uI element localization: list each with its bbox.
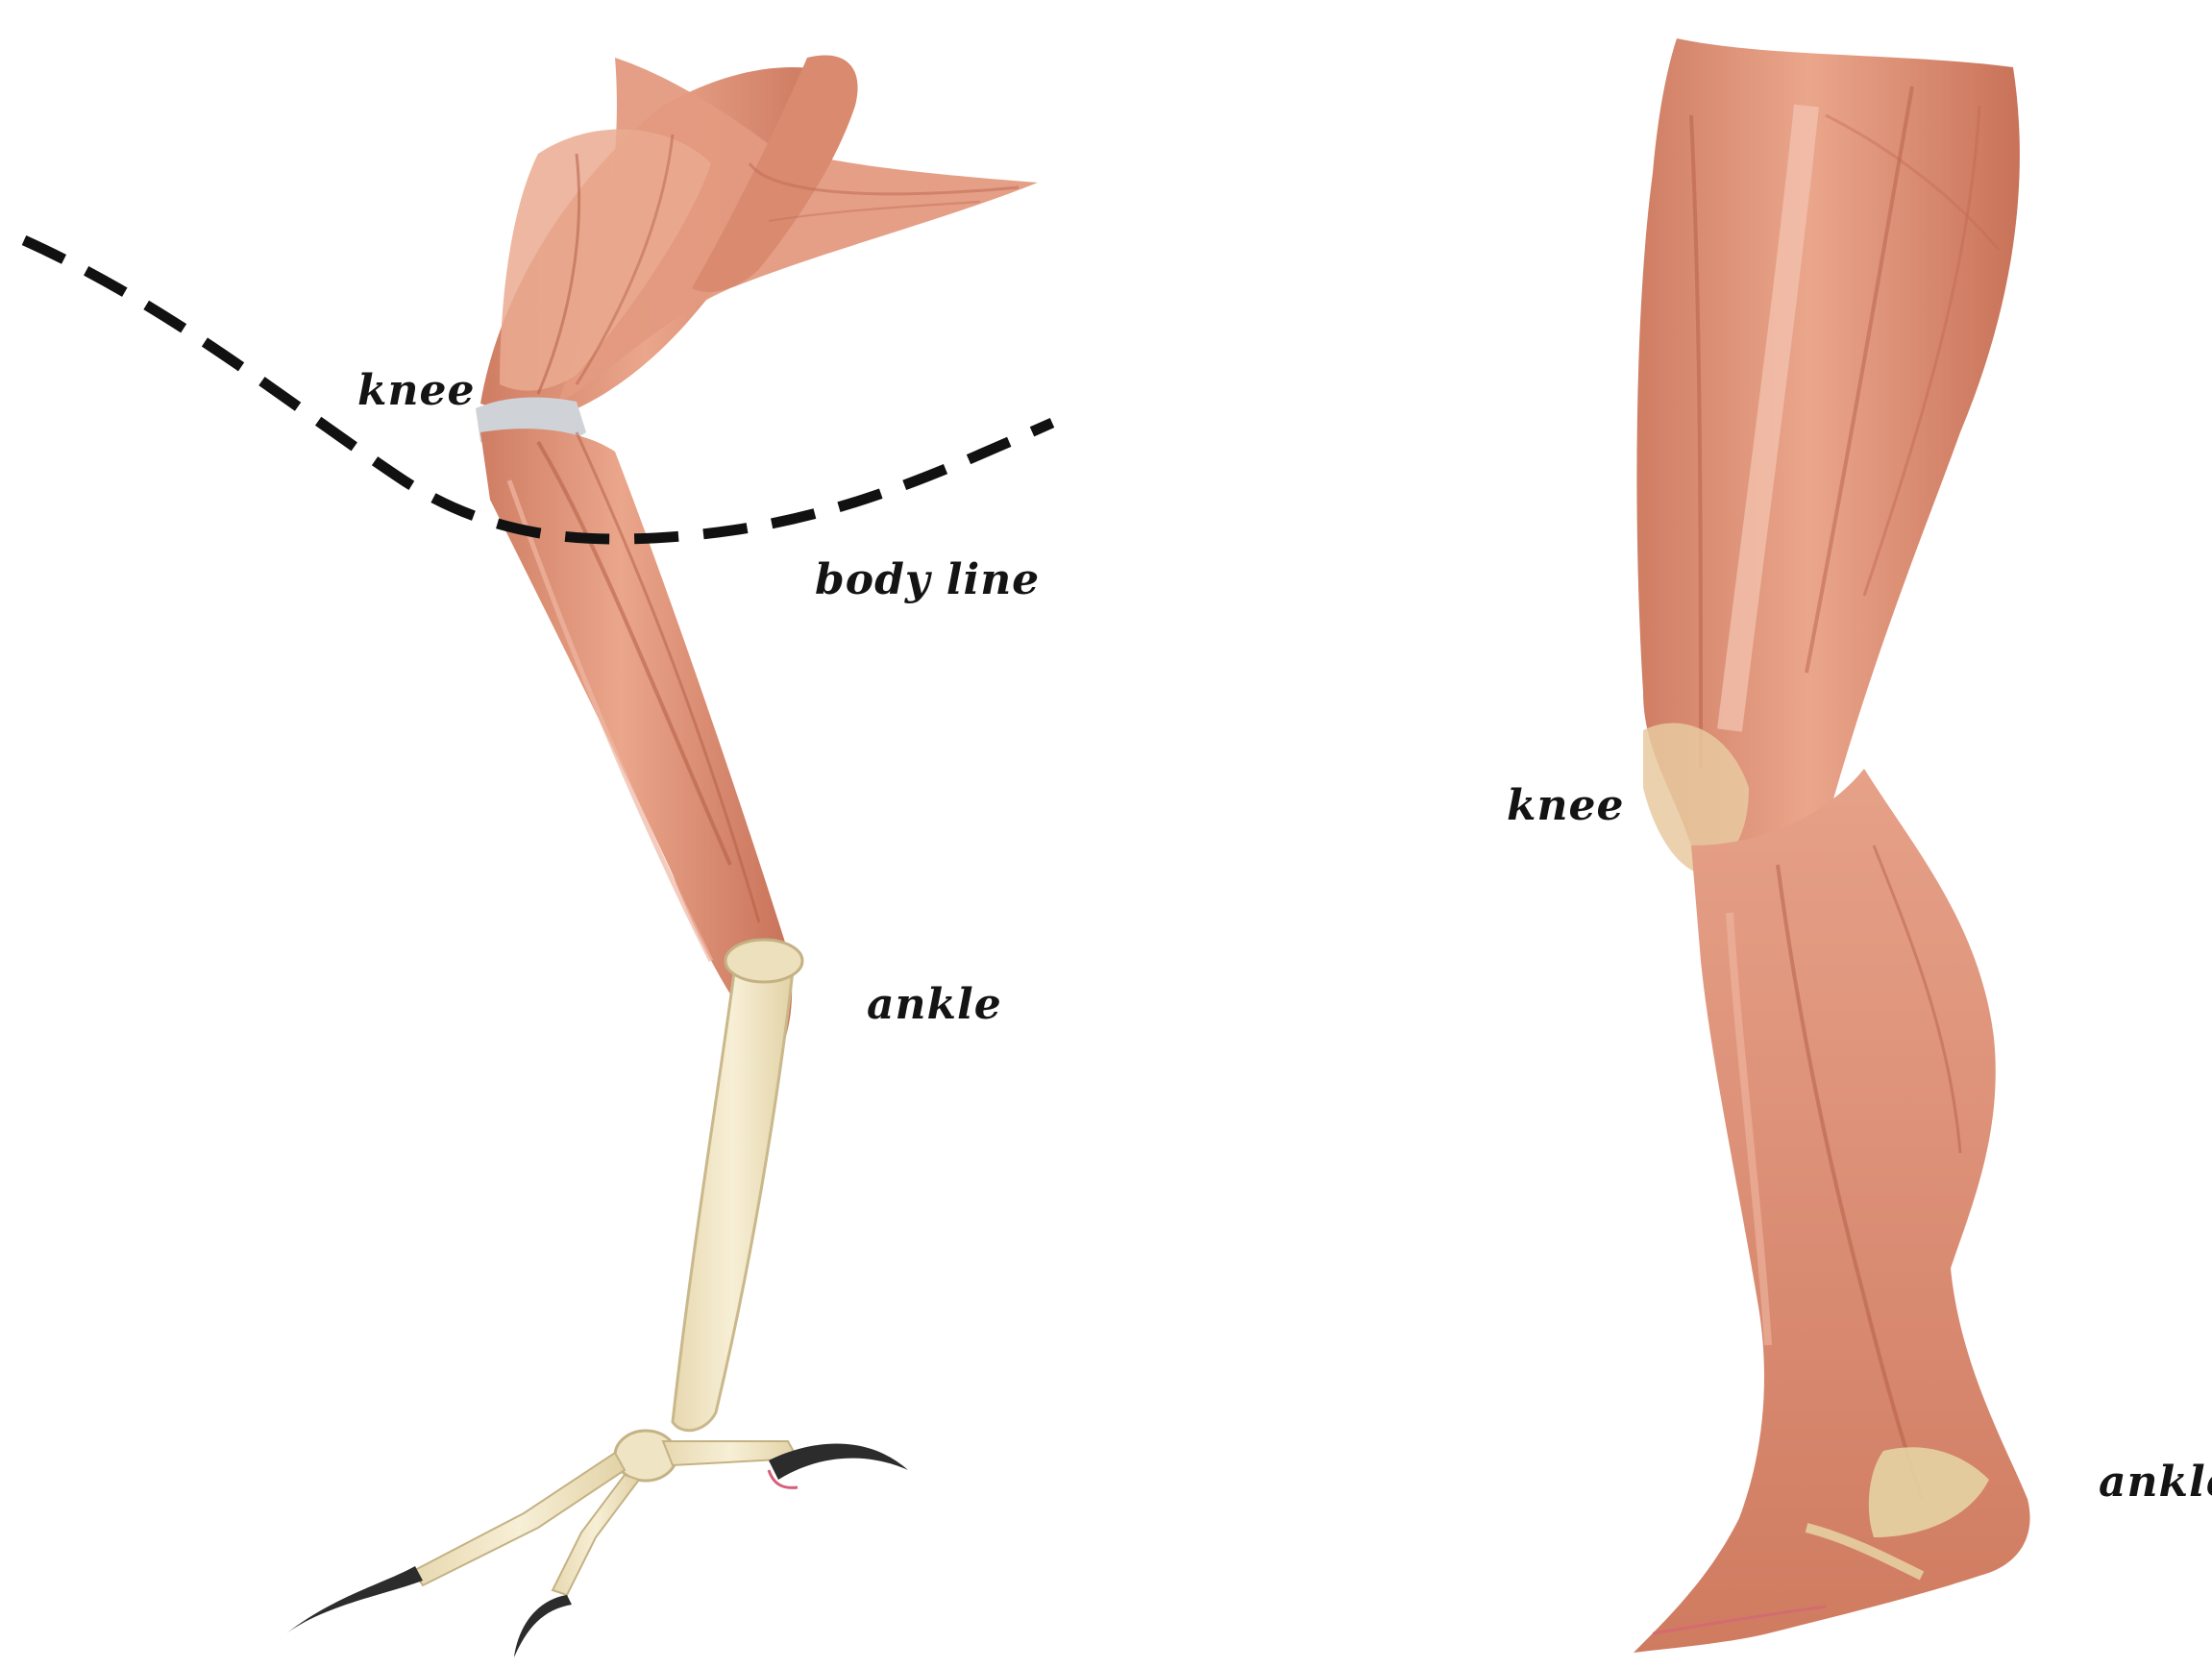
bird-tarsus-bone: [673, 957, 793, 1431]
bird-claw: [286, 1566, 423, 1633]
bird-leg: [286, 55, 1038, 1657]
human-lower-leg-muscles: [1634, 769, 2030, 1653]
bird-ankle-label: ankle: [867, 984, 1002, 1026]
bird-knee-label: knee: [357, 370, 475, 412]
human-knee-label: knee: [1507, 785, 1624, 827]
bird-claw: [514, 1595, 572, 1657]
human-ankle-label: ankle: [2099, 1461, 2212, 1504]
bird-ankle-joint: [725, 940, 802, 982]
human-leg: [1634, 38, 2030, 1653]
body-line-label: body line: [815, 559, 1040, 601]
bird-thigh-muscles: [480, 55, 1038, 423]
bird-foot: [286, 1431, 908, 1657]
